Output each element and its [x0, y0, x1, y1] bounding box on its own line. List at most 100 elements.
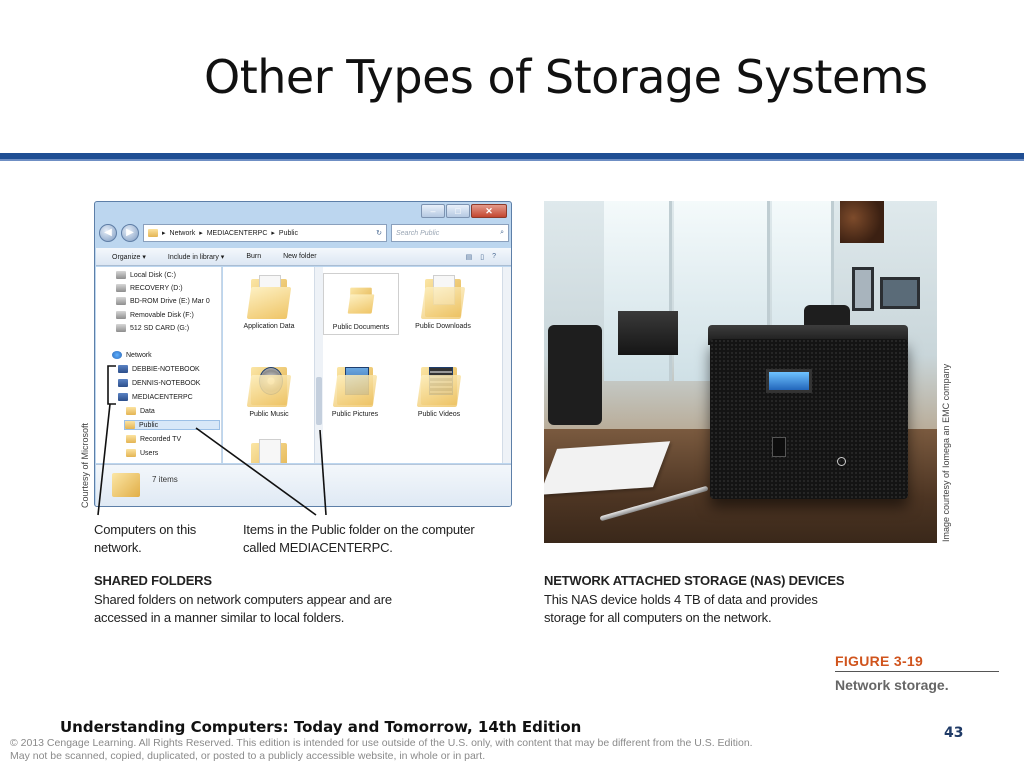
nav-item-network[interactable]: Network — [112, 351, 152, 359]
shared-folder-icon — [125, 421, 135, 429]
navigation-scrollbar[interactable] — [314, 267, 323, 463]
computer-icon — [118, 365, 128, 373]
shared-folder-icon — [126, 449, 136, 457]
nas-heading: NETWORK ATTACHED STORAGE (NAS) DEVICES — [544, 573, 845, 588]
new-folder-button[interactable]: New folder — [283, 253, 317, 260]
explorer-window: – □ ✕ ◀ ▶ ▸ Network ▸ MEDIACENTERPC ▸ Pu… — [94, 201, 512, 507]
breadcrumb-separator: ▸ — [162, 230, 166, 237]
address-bar[interactable]: ▸ Network ▸ MEDIACENTERPC ▸ Public ↻ — [143, 224, 387, 242]
nav-item-share[interactable]: Data — [126, 407, 155, 415]
minimize-icon[interactable]: – — [421, 204, 445, 218]
downloads-folder-icon — [420, 273, 466, 319]
nav-item-label: Users — [140, 449, 159, 457]
file-label: Public Downloads — [415, 323, 471, 330]
slide-title: Other Types of Storage Systems — [204, 50, 928, 104]
network-icon — [112, 351, 122, 359]
maximize-icon[interactable]: □ — [446, 204, 470, 218]
power-icon — [837, 457, 846, 466]
nav-item-share-selected[interactable]: Public — [124, 420, 220, 430]
nas-display — [766, 369, 812, 393]
nas-device-photo — [544, 201, 937, 543]
nav-item-label: MEDIACENTERPC — [132, 393, 193, 401]
breadcrumb-item[interactable]: MEDIACENTERPC — [206, 229, 268, 237]
drive-icon — [116, 271, 126, 279]
nav-item-label: Local Disk (C:) — [130, 271, 176, 279]
file-item[interactable]: Application Data — [231, 273, 307, 331]
content-scrollbar[interactable] — [502, 267, 511, 463]
preview-pane-icon[interactable]: ▯ — [480, 253, 485, 261]
nas-text: This NAS device holds 4 TB of data and p… — [544, 592, 818, 625]
public-items-callout: Items in the Public folder on the comput… — [243, 522, 475, 555]
file-item[interactable]: Public Downloads — [405, 273, 481, 331]
nav-item-label: Data — [140, 407, 155, 415]
pictures-folder-icon — [332, 361, 378, 407]
shared-folder-icon — [126, 407, 136, 415]
nav-item-computer[interactable]: DEBBIE-NOTEBOOK — [118, 365, 200, 373]
page-number: 43 — [944, 725, 964, 741]
videos-folder-icon — [416, 361, 462, 407]
folder-icon — [112, 473, 140, 497]
nav-item-label: 512 SD CARD (G:) — [130, 324, 190, 332]
file-item[interactable]: Public Videos — [401, 361, 477, 419]
view-options-icon[interactable]: ▤ — [465, 253, 473, 261]
close-icon[interactable]: ✕ — [471, 204, 507, 218]
title-divider — [0, 153, 1024, 161]
file-item[interactable]: Public Music — [231, 361, 307, 419]
item-count: 7 items — [152, 475, 178, 484]
iomega-credit: Image courtesy of Iomega an EMC company — [941, 363, 951, 542]
nav-item[interactable]: RECOVERY (D:) — [116, 284, 183, 292]
drive-icon — [116, 284, 126, 292]
nav-item-label: DENNIS-NOTEBOOK — [132, 379, 201, 387]
nav-item[interactable]: BD-ROM Drive (E:) Mar 0 — [116, 297, 210, 305]
copyright-line: May not be scanned, copied, duplicated, … — [10, 750, 486, 762]
nav-item-label: RECOVERY (D:) — [130, 284, 183, 292]
forward-icon[interactable]: ▶ — [121, 224, 139, 242]
nav-item-label: Recorded TV — [140, 435, 182, 443]
navigation-pane: Local Disk (C:) RECOVERY (D:) BD-ROM Dri… — [96, 267, 222, 463]
nav-item[interactable]: Local Disk (C:) — [116, 271, 176, 279]
shared-folders-heading: SHARED FOLDERS — [94, 573, 212, 588]
breadcrumb-separator: ▸ — [199, 230, 203, 237]
nav-item-share[interactable]: Users — [126, 449, 158, 457]
file-label: Public Videos — [417, 411, 461, 418]
refresh-icon[interactable]: ↻ — [376, 230, 382, 237]
shared-folders-text: Shared folders on network computers appe… — [94, 592, 392, 625]
folder-icon — [249, 437, 289, 463]
nav-item-label: Removable Disk (F:) — [130, 311, 194, 319]
toolbar: Organize ▾ Include in library ▾ Burn New… — [96, 248, 511, 266]
search-icon: ⌕ — [500, 229, 504, 236]
nav-item-computer[interactable]: DENNIS-NOTEBOOK — [118, 379, 200, 387]
back-icon[interactable]: ◀ — [99, 224, 117, 242]
search-input[interactable]: Search Public ⌕ — [391, 224, 509, 242]
navigation-row: ◀ ▶ ▸ Network ▸ MEDIACENTERPC ▸ Public ↻… — [99, 222, 509, 244]
removable-drive-icon — [116, 311, 126, 319]
search-placeholder: Search Public — [396, 229, 440, 237]
include-in-library-menu[interactable]: Include in library ▾ — [167, 253, 225, 261]
file-label: Application Data — [243, 323, 295, 330]
footer-book-title: Understanding Computers: Today and Tomor… — [60, 718, 582, 736]
status-bar: 7 items — [96, 464, 511, 506]
file-label: Public Documents — [332, 324, 390, 331]
nav-item[interactable]: Removable Disk (F:) — [116, 311, 194, 319]
file-item[interactable]: Public Documents — [323, 273, 399, 335]
nav-item-share[interactable]: Recorded TV — [126, 435, 181, 443]
disc-drive-icon — [116, 297, 126, 305]
nav-item-label: DEBBIE-NOTEBOOK — [132, 365, 200, 373]
nav-item[interactable]: 512 SD CARD (G:) — [116, 324, 189, 332]
figure-caption: Network storage. — [835, 677, 949, 693]
shared-folder-icon — [126, 435, 136, 443]
nav-item-computer[interactable]: MEDIACENTERPC — [118, 393, 193, 401]
nav-item-label: Public — [139, 421, 159, 429]
computers-callout: Computers on this network. — [94, 522, 197, 555]
breadcrumb-item[interactable]: Public — [278, 229, 298, 237]
breadcrumb-item[interactable]: Network — [169, 229, 196, 237]
help-icon[interactable]: ? — [492, 252, 496, 260]
computer-icon — [118, 379, 128, 387]
file-item[interactable]: Public Pictures — [317, 361, 393, 419]
file-label: Public Pictures — [331, 411, 379, 418]
organize-menu[interactable]: Organize ▾ — [112, 253, 146, 261]
file-item[interactable] — [231, 437, 307, 463]
file-label: Public Music — [249, 411, 289, 418]
burn-button[interactable]: Burn — [246, 253, 262, 260]
window-controls: – □ ✕ — [421, 204, 507, 218]
